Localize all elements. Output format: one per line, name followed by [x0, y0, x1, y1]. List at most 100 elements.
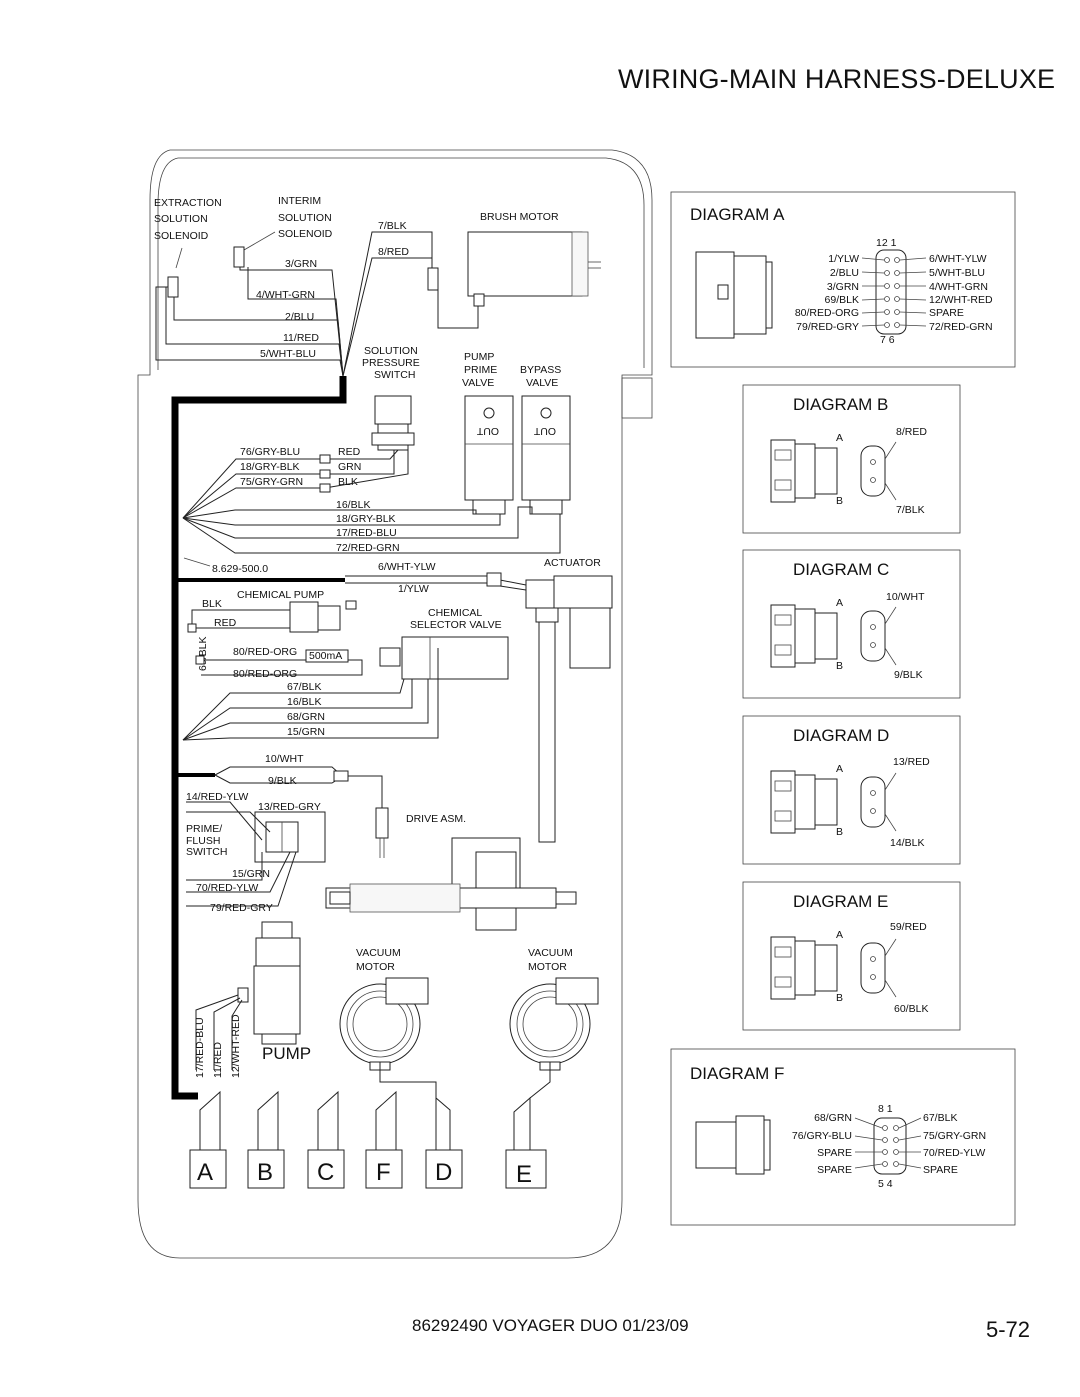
svg-text:10/WHT: 10/WHT	[886, 591, 925, 603]
svg-text:80/RED-ORG: 80/RED-ORG	[233, 646, 297, 658]
svg-text:13/RED-GRY: 13/RED-GRY	[258, 801, 321, 813]
svg-text:DIAGRAM F: DIAGRAM F	[690, 1064, 784, 1083]
svg-text:PRIME/: PRIME/	[186, 823, 222, 835]
svg-text:OUT: OUT	[476, 425, 499, 437]
vacuum-motor-left: VACUUM MOTOR	[339, 947, 437, 1098]
pump-prime-valve: PUMP PRIME VALVE OUT	[462, 351, 514, 515]
svg-text:RED: RED	[214, 617, 237, 629]
svg-text:DIAGRAM A: DIAGRAM A	[690, 205, 785, 224]
svg-text:SOLUTION: SOLUTION	[278, 212, 332, 224]
svg-text:DIAGRAM E: DIAGRAM E	[793, 892, 888, 911]
diagram-f: DIAGRAM F 8 1 5 4 68/GRN 76/GRY-BLU SPAR…	[670, 1048, 1016, 1226]
svg-text:CHEMICAL: CHEMICAL	[428, 607, 482, 619]
svg-text:5 4: 5 4	[878, 1178, 893, 1190]
svg-text:OUT: OUT	[533, 425, 556, 437]
svg-text:SELECTOR VALVE: SELECTOR VALVE	[410, 619, 502, 631]
svg-text:4/WHT-GRN: 4/WHT-GRN	[256, 289, 315, 301]
svg-text:SOLENOID: SOLENOID	[154, 230, 209, 242]
svg-text:1/YLW: 1/YLW	[398, 583, 429, 595]
svg-text:76/GRY-BLU: 76/GRY-BLU	[240, 446, 300, 458]
interim-solenoid: INTERIM SOLUTION SOLENOID	[233, 195, 333, 268]
drive-assembly: 10/WHT 9/BLK DRIVE ASM.	[214, 753, 577, 931]
svg-text:8/RED: 8/RED	[896, 426, 927, 438]
svg-text:8/RED: 8/RED	[378, 246, 409, 258]
svg-text:16/BLK: 16/BLK	[287, 696, 321, 708]
svg-text:SPARE: SPARE	[817, 1164, 852, 1176]
svg-text:DRIVE ASM.: DRIVE ASM.	[406, 813, 466, 825]
svg-text:18/GRY-BLK: 18/GRY-BLK	[336, 513, 396, 525]
svg-text:1/YLW: 1/YLW	[828, 253, 859, 265]
top-wires: 7/BLK 8/RED 3/GRN 4/WHT-GRN 2/BLU 11/RED…	[155, 220, 479, 377]
svg-text:7/BLK: 7/BLK	[378, 220, 407, 232]
svg-text:A: A	[836, 597, 843, 609]
prime-flush-switch: PRIME/ FLUSH SWITCH 14/RED-YLW 13/RED-GR…	[186, 791, 326, 914]
svg-text:76/GRY-BLU: 76/GRY-BLU	[792, 1130, 852, 1142]
connector-leads	[199, 1090, 531, 1150]
switch-valve-wires: 76/GRY-BLU 18/GRY-BLK 75/GRY-GRN RED GRN…	[182, 446, 561, 554]
svg-text:67/BLK: 67/BLK	[923, 1112, 957, 1124]
svg-text:79/RED-GRY: 79/RED-GRY	[210, 902, 273, 914]
svg-text:B: B	[836, 660, 843, 672]
svg-text:69/BLK: 69/BLK	[825, 294, 859, 306]
svg-text:PRESSURE: PRESSURE	[362, 357, 420, 369]
svg-text:A: A	[836, 929, 843, 941]
svg-text:80/RED-ORG: 80/RED-ORG	[233, 668, 297, 680]
svg-text:14/BLK: 14/BLK	[890, 837, 924, 849]
brush-motor: BRUSH MOTOR	[427, 211, 601, 307]
main-harness-trunk	[171, 376, 347, 1100]
machine-outline	[137, 149, 653, 1259]
svg-text:68/GRN: 68/GRN	[814, 1112, 852, 1124]
svg-text:VACUUM: VACUUM	[356, 947, 401, 959]
diagram-c: DIAGRAM C A B 10/WHT 9/BLK	[742, 549, 961, 699]
svg-text:SPARE: SPARE	[923, 1164, 958, 1176]
svg-text:VACUUM: VACUUM	[528, 947, 573, 959]
svg-text:6/WHT-YLW: 6/WHT-YLW	[929, 253, 987, 265]
svg-text:A: A	[197, 1159, 213, 1186]
svg-text:79/RED-GRY: 79/RED-GRY	[796, 321, 859, 333]
svg-text:15/GRN: 15/GRN	[232, 868, 270, 880]
bypass-valve: BYPASS VALVE OUT	[520, 364, 571, 515]
svg-text:2/BLU: 2/BLU	[285, 311, 314, 323]
svg-text:DIAGRAM B: DIAGRAM B	[793, 395, 888, 414]
svg-text:75/GRY-GRN: 75/GRY-GRN	[240, 476, 303, 488]
svg-text:D: D	[435, 1159, 452, 1186]
svg-text:A: A	[836, 763, 843, 775]
svg-text:6/WHT-YLW: 6/WHT-YLW	[378, 561, 436, 573]
svg-text:11/RED: 11/RED	[212, 1042, 224, 1078]
connector-E: E	[505, 1149, 547, 1189]
page-number: 5-72	[986, 1317, 1031, 1342]
svg-text:11/RED: 11/RED	[283, 332, 319, 344]
svg-text:F: F	[376, 1159, 391, 1186]
svg-text:70/RED-YLW: 70/RED-YLW	[923, 1147, 985, 1159]
svg-text:9/BLK: 9/BLK	[894, 669, 923, 681]
svg-text:SOLUTION: SOLUTION	[154, 213, 208, 225]
svg-text:DIAGRAM C: DIAGRAM C	[793, 560, 889, 579]
svg-text:5/WHT-BLU: 5/WHT-BLU	[929, 267, 985, 279]
svg-text:SWITCH: SWITCH	[374, 369, 415, 381]
svg-text:10/WHT: 10/WHT	[265, 753, 304, 765]
svg-text:EXTRACTION: EXTRACTION	[154, 197, 222, 209]
chemical-valve-wires: 67/BLK 16/BLK 68/GRN 15/GRN	[182, 648, 439, 741]
connector-D: D	[425, 1149, 463, 1189]
svg-text:12 1: 12 1	[876, 237, 897, 249]
svg-text:59/RED: 59/RED	[890, 921, 927, 933]
svg-text:68/GRN: 68/GRN	[287, 711, 325, 723]
svg-text:500mA: 500mA	[309, 650, 342, 662]
svg-text:SPARE: SPARE	[929, 307, 964, 319]
svg-text:5/WHT-BLU: 5/WHT-BLU	[260, 348, 316, 360]
connector-B: B	[247, 1149, 285, 1189]
actuator: 8.629-500.0 ACTUATOR 6/WHT-YLW 1/YLW	[183, 557, 613, 843]
svg-text:14/RED-YLW: 14/RED-YLW	[186, 791, 248, 803]
svg-text:PRIME: PRIME	[464, 364, 497, 376]
svg-text:72/RED-GRN: 72/RED-GRN	[336, 542, 400, 554]
svg-text:12/WHT-RED: 12/WHT-RED	[230, 1014, 242, 1078]
svg-text:PUMP: PUMP	[464, 351, 494, 363]
svg-text:BRUSH MOTOR: BRUSH MOTOR	[480, 211, 559, 223]
chemical-pump: CHEMICAL PUMP BLK RED 69/BLK 500mA 80/RE…	[187, 589, 363, 680]
svg-text:12/WHT-RED: 12/WHT-RED	[929, 294, 993, 306]
svg-text:SOLUTION: SOLUTION	[364, 345, 418, 357]
svg-text:SPARE: SPARE	[817, 1147, 852, 1159]
svg-text:8.629-500.0: 8.629-500.0	[212, 563, 268, 575]
svg-text:ACTUATOR: ACTUATOR	[544, 557, 601, 569]
